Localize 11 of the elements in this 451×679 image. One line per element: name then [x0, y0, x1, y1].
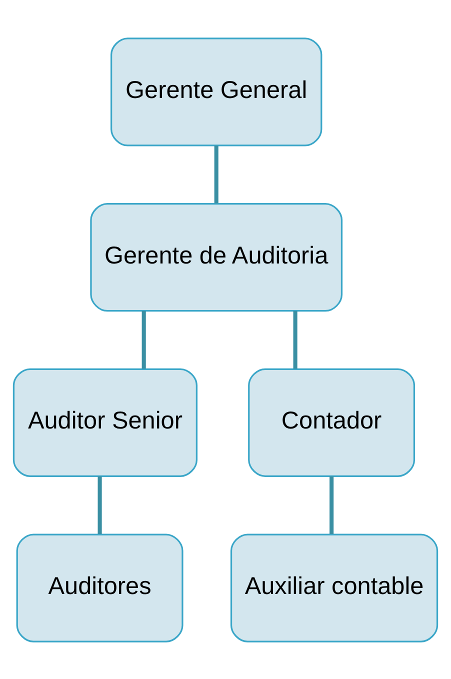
- connector: [330, 476, 334, 534]
- connector: [293, 310, 298, 368]
- node-box: Gerente de Auditoria: [90, 202, 343, 312]
- connector: [142, 310, 146, 368]
- node-box: Auditores: [16, 533, 184, 642]
- connector: [98, 476, 102, 534]
- node-box: Auxiliar contable: [230, 533, 438, 642]
- node-box: Contador: [248, 368, 416, 477]
- connector: [214, 145, 218, 203]
- node-box: Gerente General: [110, 37, 322, 146]
- node-box: Auditor Senior: [12, 368, 198, 477]
